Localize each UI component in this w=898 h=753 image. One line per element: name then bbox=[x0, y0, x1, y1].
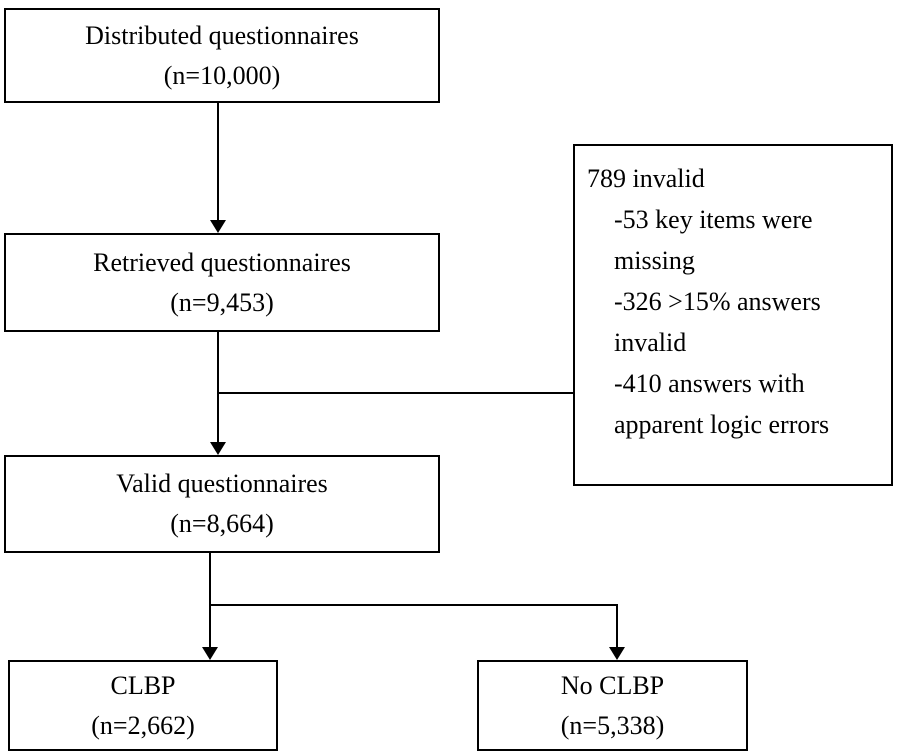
connector-valid-stem bbox=[209, 553, 211, 606]
box-clbp: CLBP (n=2,662) bbox=[8, 660, 278, 751]
box-no-clbp-count: (n=5,338) bbox=[560, 710, 665, 740]
box-distributed-label: Distributed questionnaires bbox=[85, 20, 359, 50]
connector-split-horizontal bbox=[209, 604, 618, 606]
note-invalid-title: 789 invalid bbox=[587, 164, 705, 193]
connector-distributed-to-retrieved bbox=[217, 103, 219, 221]
box-retrieved-count: (n=9,453) bbox=[170, 287, 274, 317]
note-invalid-item: -53 key items were missing bbox=[614, 205, 813, 275]
box-no-clbp-label: No CLBP bbox=[560, 670, 665, 700]
arrowhead-into-clbp-icon bbox=[202, 647, 218, 660]
box-no-clbp: No CLBP (n=5,338) bbox=[477, 660, 748, 751]
note-invalid-item: -326 >15% answers invalid bbox=[614, 287, 821, 357]
connector-branch-to-invalid-note bbox=[217, 392, 573, 394]
box-clbp-count: (n=2,662) bbox=[91, 710, 195, 740]
box-valid-questionnaires: Valid questionnaires (n=8,664) bbox=[4, 455, 440, 553]
connector-retrieved-to-valid bbox=[217, 332, 219, 443]
arrowhead-into-valid-icon bbox=[210, 442, 226, 455]
note-invalid-questionnaires: 789 invalid -53 key items were missing -… bbox=[573, 144, 893, 486]
box-valid-count: (n=8,664) bbox=[170, 509, 274, 538]
box-retrieved-label: Retrieved questionnaires bbox=[93, 247, 351, 277]
arrowhead-into-no-clbp-icon bbox=[609, 647, 625, 660]
box-retrieved-questionnaires: Retrieved questionnaires (n=9,453) bbox=[4, 233, 440, 332]
note-invalid-item: -410 answers with apparent logic errors bbox=[614, 369, 830, 439]
arrowhead-into-retrieved-icon bbox=[210, 220, 226, 233]
connector-drop-to-clbp bbox=[209, 604, 211, 647]
box-distributed-count: (n=10,000) bbox=[163, 60, 281, 90]
box-valid-label: Valid questionnaires bbox=[116, 469, 328, 498]
box-distributed-questionnaires: Distributed questionnaires (n=10,000) bbox=[4, 8, 440, 103]
connector-drop-to-no-clbp bbox=[616, 604, 618, 647]
box-clbp-label: CLBP bbox=[110, 670, 176, 700]
